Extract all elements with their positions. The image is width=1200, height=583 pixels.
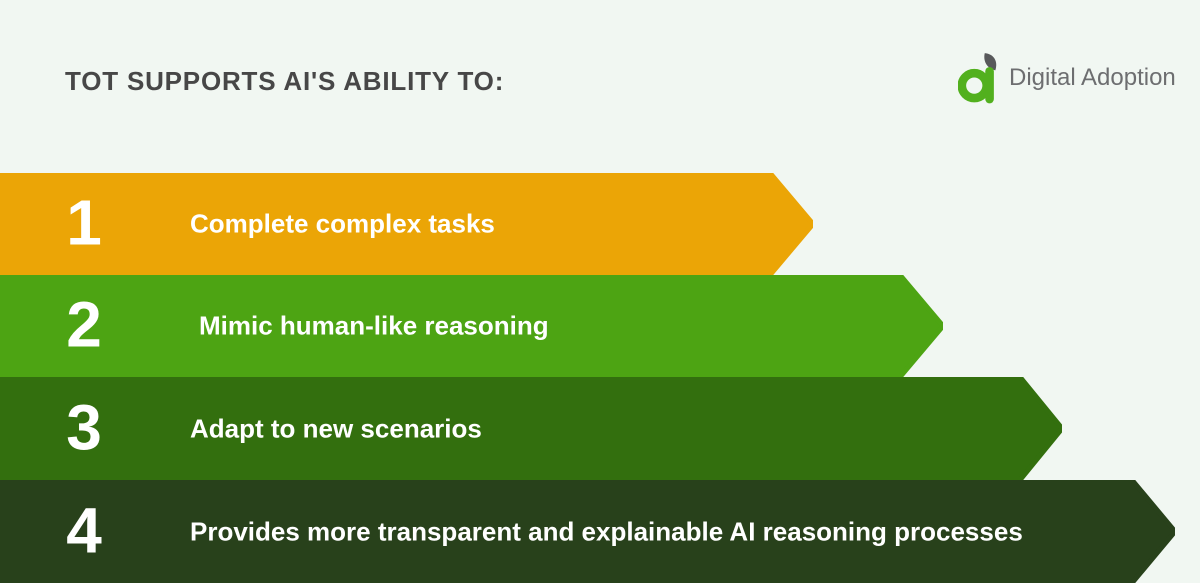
step-label: Mimic human-like reasoning xyxy=(199,310,549,341)
logo-a-leaf-icon xyxy=(958,53,997,104)
step-number: 2 xyxy=(66,288,102,361)
step-number: 3 xyxy=(66,391,102,464)
step-row-4: 4 Provides more transparent and explaina… xyxy=(0,480,1175,583)
digital-adoption-logo: Digital Adoption xyxy=(958,50,1176,106)
step-row-1: 1 Complete complex tasks xyxy=(0,173,813,275)
step-row-3: 3 Adapt to new scenarios xyxy=(0,377,1062,480)
step-number: 1 xyxy=(66,186,102,259)
arrow-shape-2 xyxy=(0,275,943,377)
page-title: TOT SUPPORTS AI'S ABILITY TO: xyxy=(65,66,505,96)
arrow-shape-4 xyxy=(0,480,1175,583)
step-label: Provides more transparent and explainabl… xyxy=(190,516,1023,547)
step-label: Adapt to new scenarios xyxy=(190,413,482,444)
arrow-shape-1 xyxy=(0,173,813,275)
step-label: Complete complex tasks xyxy=(190,208,495,239)
logo-text: Digital Adoption xyxy=(1009,64,1176,91)
arrow-shape-3 xyxy=(0,377,1062,480)
step-row-2: 2 Mimic human-like reasoning xyxy=(0,275,943,377)
step-number: 4 xyxy=(66,494,102,567)
